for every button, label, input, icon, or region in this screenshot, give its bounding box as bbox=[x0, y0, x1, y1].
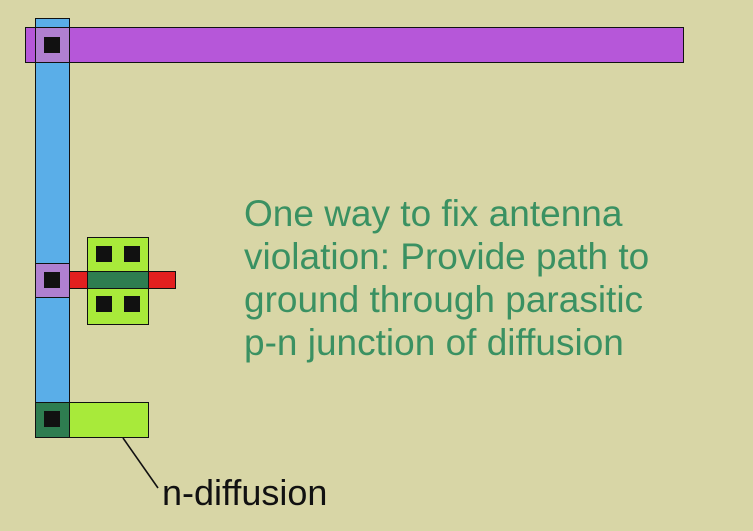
diffusion-contact-2 bbox=[124, 246, 140, 262]
diffusion-contact-3 bbox=[96, 296, 112, 312]
n-diffusion-region bbox=[68, 402, 149, 438]
caption-line-3: ground through parasitic bbox=[244, 279, 644, 320]
caption-line-2: violation: Provide path to bbox=[244, 236, 650, 277]
metal1-vertical-wire bbox=[35, 18, 70, 438]
n-diffusion-label: n-diffusion bbox=[162, 472, 328, 513]
top-via-contact bbox=[44, 37, 60, 53]
metal2-horizontal-wire bbox=[25, 27, 684, 63]
diffusion-contact-4 bbox=[124, 296, 140, 312]
caption-line-1: One way to fix antenna bbox=[244, 193, 623, 234]
transistor-channel bbox=[87, 271, 149, 289]
n-diffusion-contact bbox=[44, 411, 60, 427]
explanation-caption: One way to fix antenna violation: Provid… bbox=[244, 192, 744, 364]
gate-via-contact bbox=[44, 272, 60, 288]
caption-line-4: p-n junction of diffusion bbox=[244, 322, 624, 363]
diffusion-contact-1 bbox=[96, 246, 112, 262]
